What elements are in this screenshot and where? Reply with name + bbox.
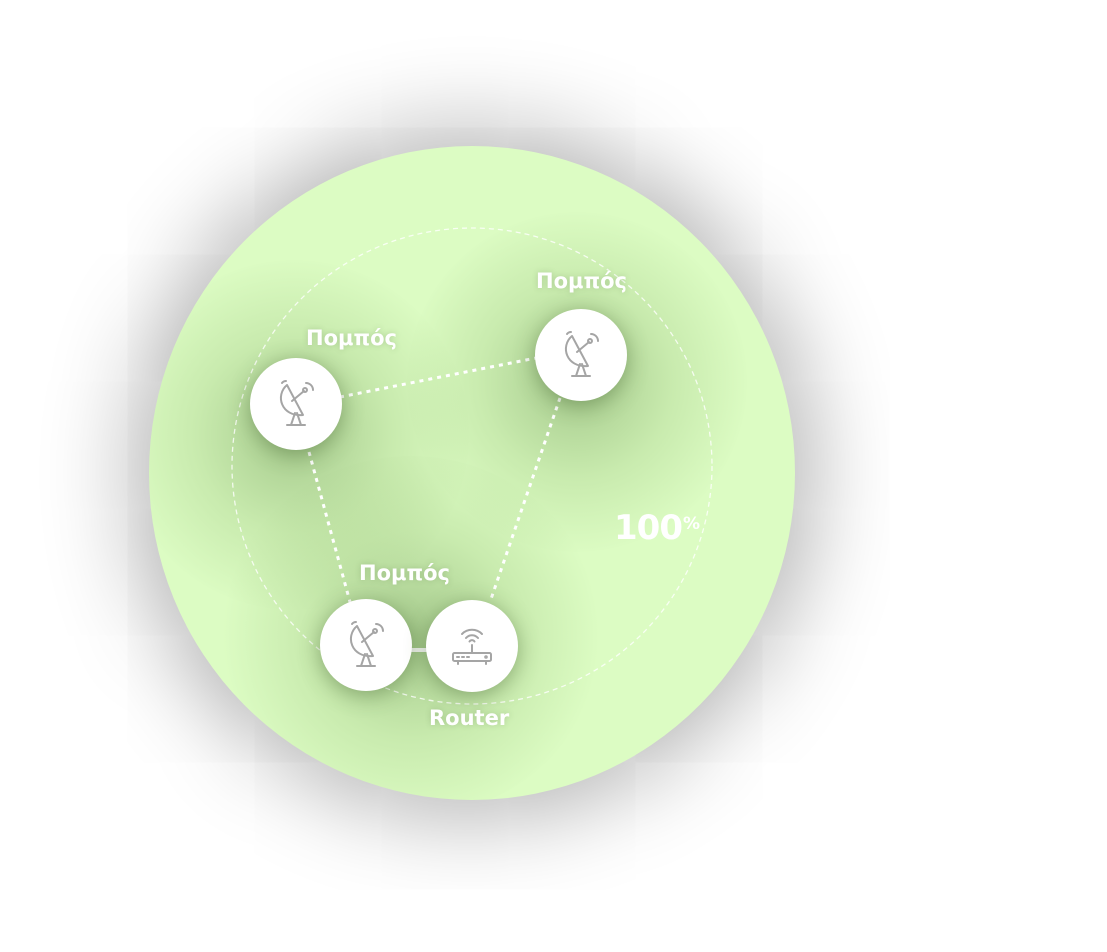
coverage-percentage: 100 — [614, 508, 683, 548]
transmitter-node-left — [250, 358, 342, 450]
satellite-dish-icon — [273, 379, 319, 429]
link-transmitter-left-to-bottom — [307, 451, 352, 603]
satellite-dish-icon — [343, 620, 389, 670]
transmitter-label-bottom: Πομπός — [359, 561, 450, 585]
coverage-boundary — [231, 227, 713, 705]
transmitter-label-left: Πομπός — [306, 326, 397, 350]
transmitter-label-right: Πομπός — [536, 269, 627, 293]
coverage-percentage-unit: % — [683, 514, 701, 534]
transmitter-node-bottom — [320, 599, 412, 691]
wifi-router-icon — [448, 622, 496, 670]
link-transmitter-right-to-router — [488, 397, 562, 603]
satellite-dish-icon — [558, 330, 604, 380]
router-label: Router — [429, 706, 510, 730]
transmitter-node-right — [535, 309, 627, 401]
router-node — [426, 600, 518, 692]
link-transmitter-left-to-right — [339, 356, 537, 399]
